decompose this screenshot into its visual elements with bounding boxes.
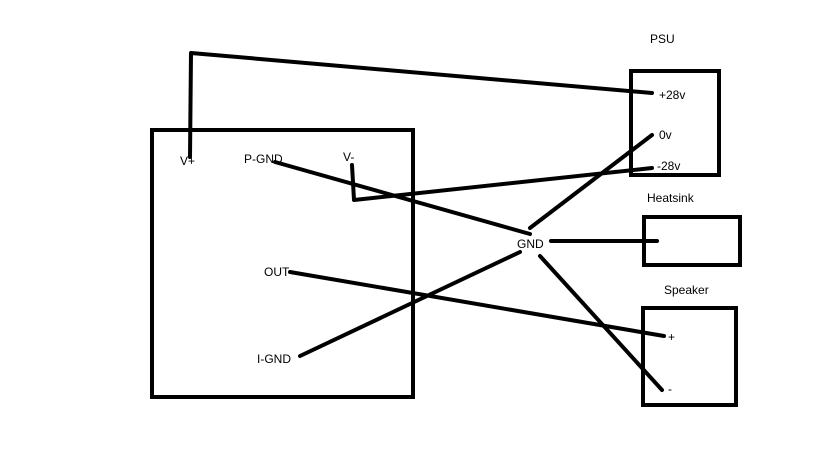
label-p-gnd: P-GND [244, 152, 283, 166]
wire-vplus-to-plus28 [188, 51, 654, 159]
label-speaker-minus: - [668, 382, 672, 396]
label-plus-28v: +28v [659, 88, 686, 102]
speaker-title: Speaker [664, 283, 709, 297]
psu-box [629, 69, 721, 177]
label-gnd: GND [517, 237, 544, 251]
psu-title: PSU [650, 32, 675, 46]
label-v-plus: V+ [180, 154, 196, 168]
label-out: OUT [264, 265, 290, 279]
label-i-gnd: I-GND [257, 352, 291, 366]
label-v-minus: V- [343, 150, 355, 164]
wire-igndto-gnd [298, 250, 522, 358]
wire-pgnd-to-gnd [273, 160, 532, 236]
label-speaker-plus: + [668, 330, 676, 344]
label-minus-28v: -28v [657, 159, 681, 173]
amplifier-box [150, 128, 415, 399]
speaker-box [641, 306, 738, 407]
label-0v: 0v [659, 128, 672, 142]
wire-vminus-to-minus28 [350, 163, 654, 202]
heatsink-box [642, 215, 742, 267]
heatsink-title: Heatsink [647, 191, 694, 205]
